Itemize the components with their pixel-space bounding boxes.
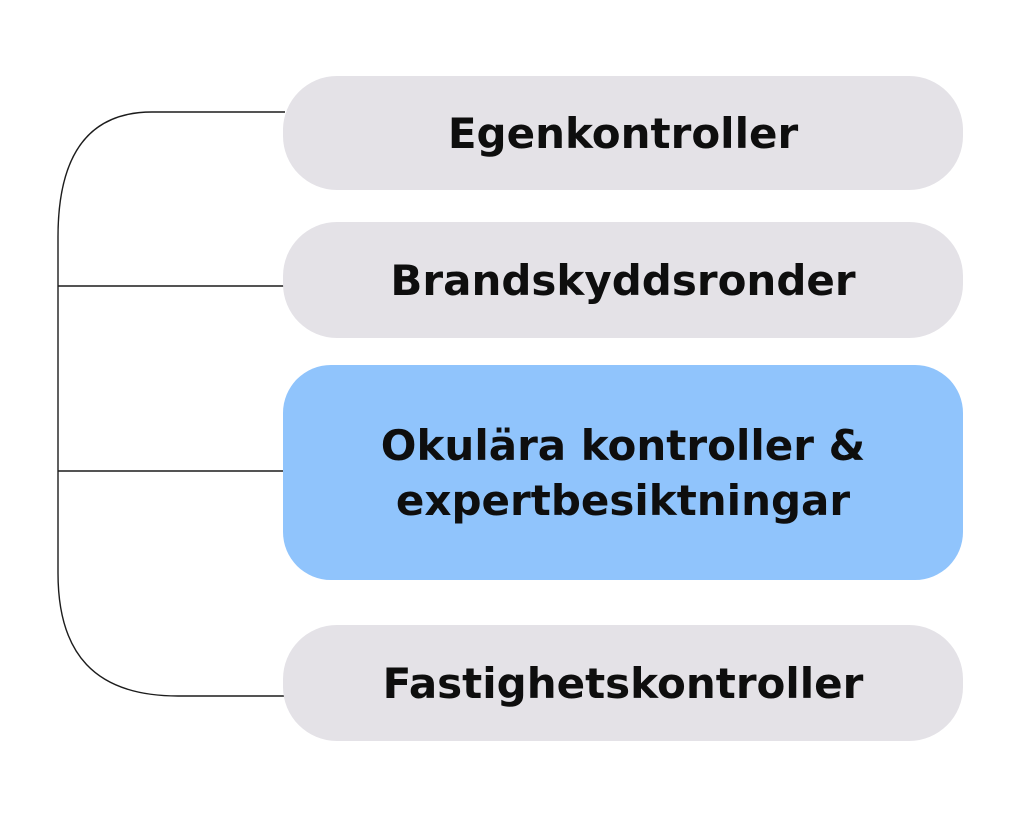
node-brandskyddsronder-label: Brandskyddsronder [390, 255, 856, 305]
node-fastighetskontroller-label: Fastighetskontroller [382, 658, 864, 708]
node-fastighetskontroller[interactable]: Fastighetskontroller [283, 625, 963, 741]
node-okulara-kontroller-highlighted[interactable]: Okulära kontroller & expertbesiktningar [283, 365, 963, 580]
connector-bracket-line [57, 111, 285, 697]
node-brandskyddsronder[interactable]: Brandskyddsronder [283, 222, 963, 338]
node-egenkontroller[interactable]: Egenkontroller [283, 76, 963, 190]
node-egenkontroller-label: Egenkontroller [447, 108, 799, 158]
node-okulara-kontroller-label: Okulära kontroller & expertbesiktningar [380, 420, 866, 525]
